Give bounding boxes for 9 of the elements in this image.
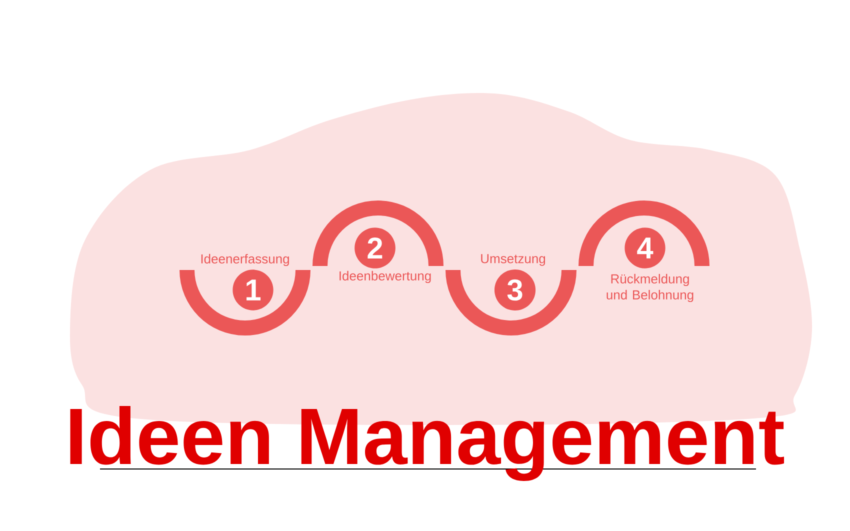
step-label: Umsetzung xyxy=(481,254,546,266)
step-label: Rückmeldung und Belohnung xyxy=(606,274,694,302)
step-label: Ideenerfassung xyxy=(201,254,289,266)
step-number-badge: 4 xyxy=(624,228,666,268)
step-number-badge: 1 xyxy=(232,270,274,310)
title: Ideen Management xyxy=(70,406,784,481)
step-label: Ideenbewertung xyxy=(340,270,431,284)
step-number-badge: 3 xyxy=(494,269,536,311)
step-number-badge: 2 xyxy=(354,228,396,268)
